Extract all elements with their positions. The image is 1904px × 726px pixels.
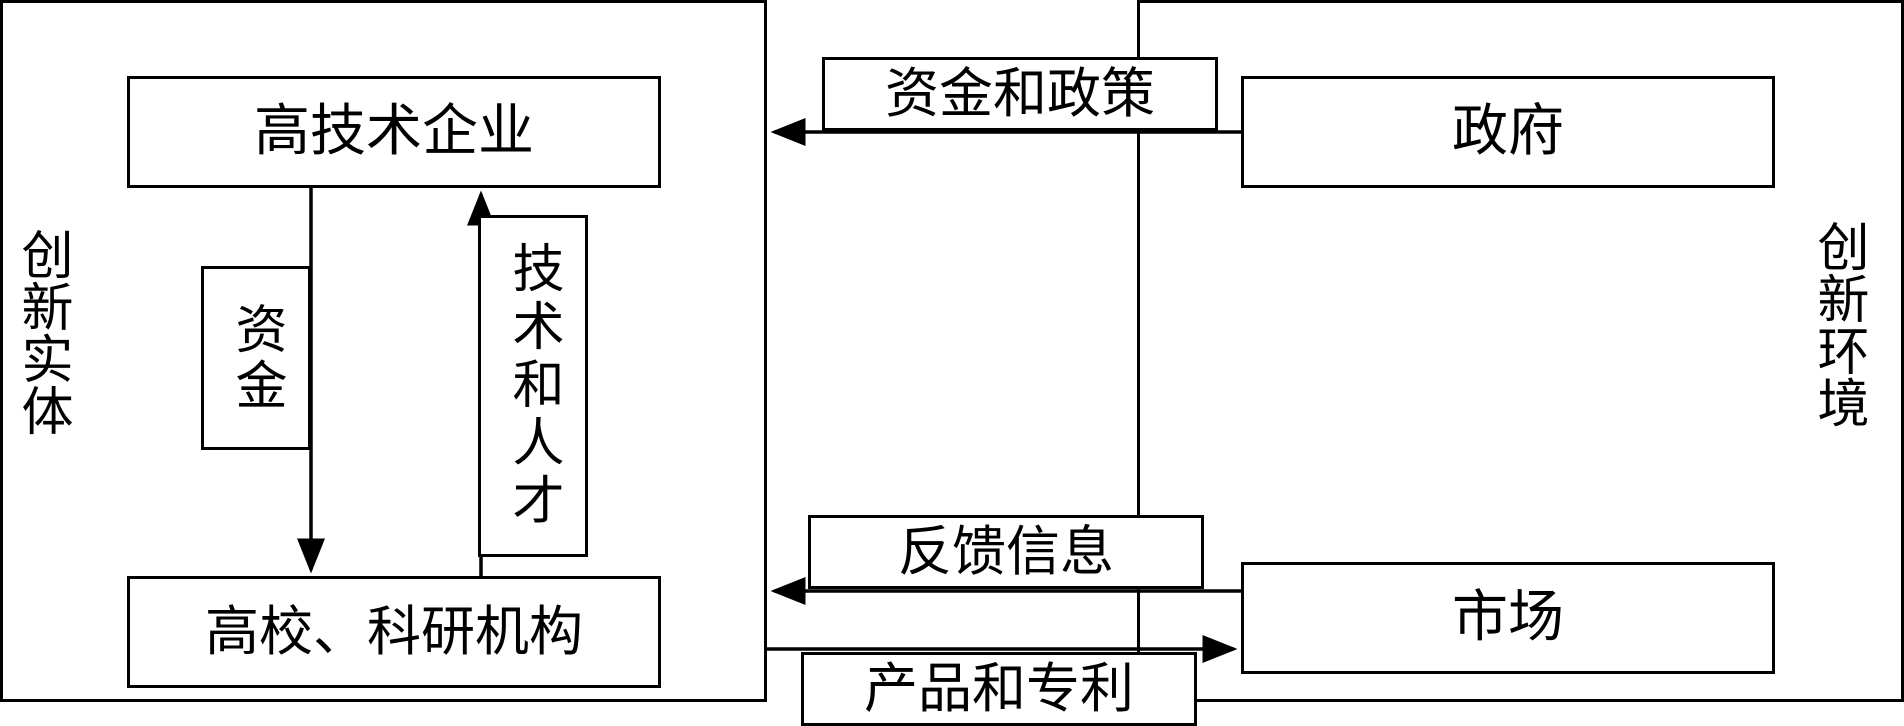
universities-research-box: 高校、科研机构 [127,576,661,688]
funds-policy-label: 资金和政策 [822,57,1218,131]
tech-talent-label: 技术和人才 [478,215,588,557]
feedback-label: 反馈信息 [808,515,1204,589]
government-box: 政府 [1241,76,1775,188]
market-box: 市场 [1241,562,1775,674]
innovation-environment-title: 创新环境 [1808,220,1868,428]
funds-label-text: 资金 [226,302,286,414]
high-tech-enterprise-box: 高技术企业 [127,76,661,188]
funds-label: 资金 [201,266,311,450]
innovation-entity-title: 创新实体 [12,228,72,436]
products-patents-label: 产品和专利 [801,652,1197,726]
tech-talent-label-text: 技术和人才 [503,241,563,531]
